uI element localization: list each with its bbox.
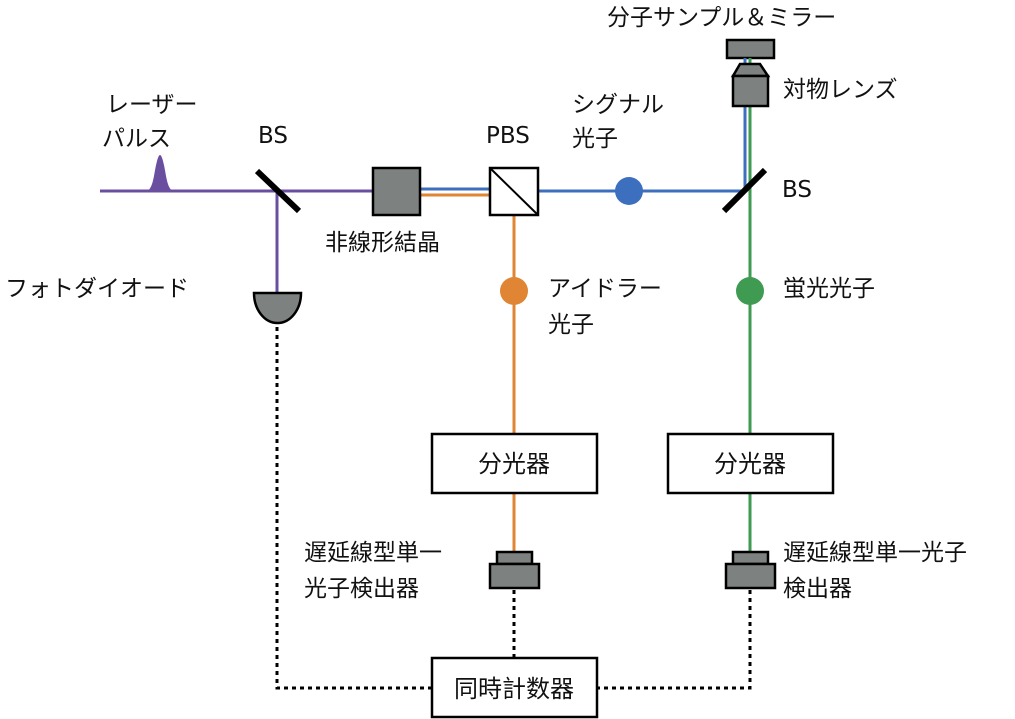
electrical-connections	[275, 327, 752, 690]
fluorescence-photon-label: 蛍光光子	[783, 276, 875, 302]
photodiode-icon	[252, 291, 303, 325]
detector-left-label-line1: 遅延線型単一	[304, 540, 442, 566]
detector-left-label-line2: 光子検出器	[304, 576, 419, 602]
photodiode-label: フォトダイオード	[5, 276, 189, 302]
detector-right-label-line1: 遅延線型単一光子	[783, 540, 967, 566]
detector-right-icon	[724, 550, 777, 590]
sample-mirror-label: 分子サンプル＆ミラー	[607, 5, 836, 31]
objective-lens-label: 対物レンズ	[783, 77, 898, 103]
pbs-label: PBS	[486, 123, 530, 149]
coincidence-counter	[430, 656, 599, 719]
pump-beam	[100, 155, 373, 293]
nonlinear-crystal-label: 非線形結晶	[325, 230, 440, 256]
idler-photon-dot	[500, 277, 528, 305]
spectrometer-left	[430, 432, 599, 495]
laser-pulse-label-line1: レーザー	[106, 92, 198, 118]
idler-photon-label-line2: 光子	[548, 312, 594, 338]
bs-left-label: BS	[258, 123, 288, 149]
detector-right-to-counter-line	[597, 590, 752, 690]
bs-right-label: BS	[782, 177, 812, 203]
detector-left-icon	[488, 550, 541, 590]
spectrometer-left-label: 分光器	[478, 450, 550, 478]
photodiode-to-counter-line	[275, 327, 432, 690]
polarizing-beam-splitter	[488, 166, 540, 217]
idler-photon-label-line1: アイドラー	[548, 276, 662, 302]
signal-photon-label-line1: シグナル	[572, 92, 664, 118]
signal-photon-label-line2: 光子	[572, 126, 618, 152]
signal-photon-dot	[615, 177, 643, 205]
laser-pulse-shape	[143, 155, 177, 192]
nonlinear-crystal	[371, 166, 422, 217]
sample-mirror	[725, 38, 776, 60]
beam-splitter-left	[254, 168, 302, 214]
beam-splitter-right	[721, 167, 768, 214]
objective-lens-icon	[730, 58, 771, 108]
coincidence-counter-label: 同時計数器	[454, 675, 574, 703]
laser-pulse-label-line2: パルス	[102, 126, 171, 152]
spectrometer-right-label: 分光器	[714, 450, 786, 478]
detector-right-label-line2: 検出器	[783, 576, 852, 602]
fluorescence-photon-dot	[736, 277, 764, 305]
spectrometer-right	[666, 432, 835, 495]
